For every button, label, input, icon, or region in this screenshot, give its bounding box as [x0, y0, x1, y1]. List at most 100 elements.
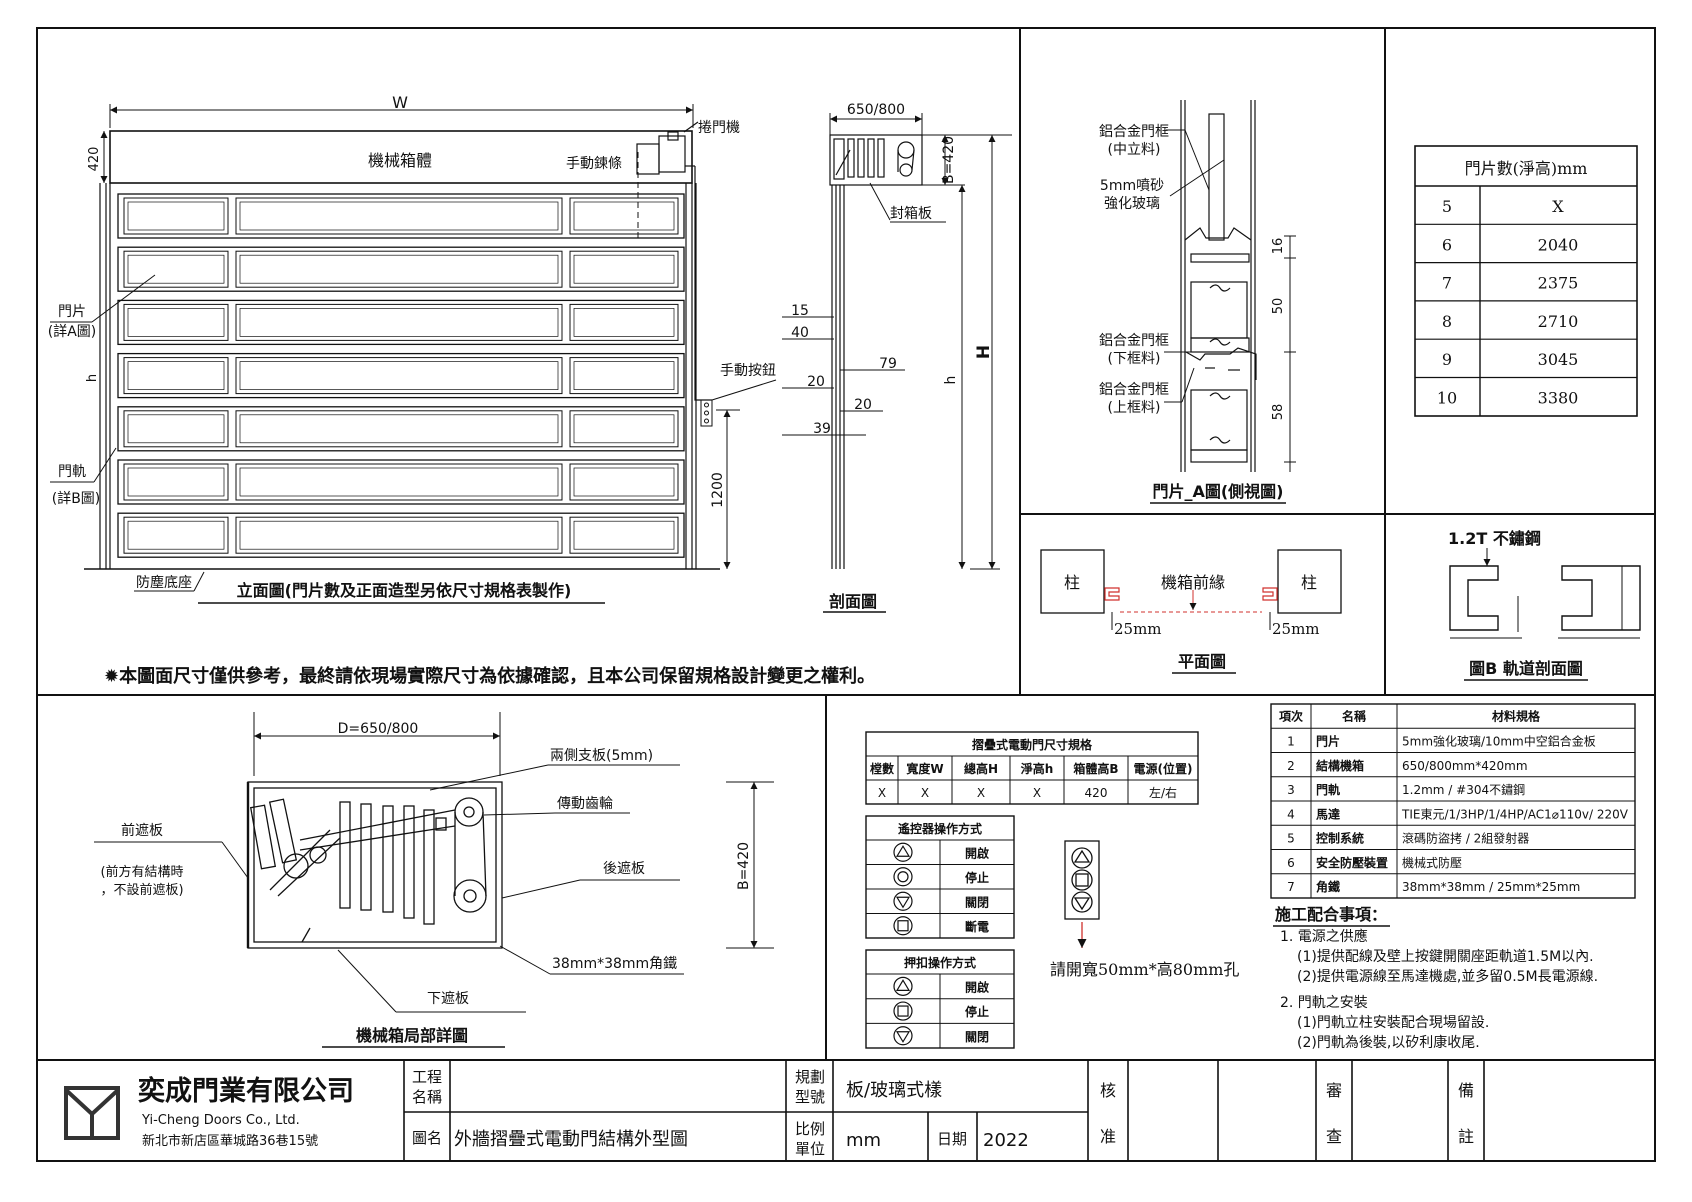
manual-chain-label: 手動鍊條	[566, 156, 622, 172]
material-spec-cell: 650/800mm*420mm	[1402, 759, 1528, 773]
front-cover-note-2: ，不設前遮板)	[100, 882, 183, 898]
lower-frame-label-1: 鋁合金門框	[1099, 333, 1169, 349]
panel-count-cell: 9	[1442, 350, 1452, 369]
company-address: 新北市新店區華城路36巷15號	[142, 1133, 318, 1149]
spec-table-title: 摺疊式電動門尺寸規格	[972, 737, 1093, 752]
elevation-title: 立面圖(門片數及正面造型另依尺寸規格表製作)	[237, 581, 572, 600]
elevation-view: W 機械箱體 420 捲門機 手動鍊條 門片	[48, 93, 777, 604]
plan-title: 平面圖	[1178, 652, 1226, 671]
remark-label-1: 備	[1458, 1081, 1474, 1100]
section-dim-label: 79	[879, 356, 897, 372]
plan-view: 柱 柱 機箱前緣 25mm 25mm 平面圖	[1040, 549, 1342, 674]
construction-note-line: 1. 電源之供應	[1280, 928, 1368, 945]
title-block: 奕成門業有限公司 Yi-Cheng Doors Co., Ltd. 新北市新店區…	[64, 1060, 1485, 1161]
date-label: 日期	[937, 1130, 967, 1148]
scale-value: mm	[846, 1130, 881, 1151]
switch-panel	[1064, 840, 1100, 920]
front-edge-label: 機箱前緣	[1161, 573, 1225, 592]
project-label-2: 名稱	[412, 1088, 442, 1106]
cover-plate-label: 封箱板	[890, 206, 932, 222]
dim-420-label: 420	[87, 147, 102, 172]
down-triangle-icon	[893, 891, 913, 911]
spec-value-cell: 左/右	[1149, 785, 1177, 800]
track-label-1: 門軌	[58, 464, 86, 480]
door-panel	[117, 512, 685, 558]
lower-frame-label-2: (下框料)	[1108, 351, 1161, 367]
mullion-label-1: 鋁合金門框	[1099, 124, 1169, 140]
door-panel	[117, 246, 685, 292]
down-triangle-icon	[893, 1026, 913, 1046]
spec-header-cell: 樘數	[870, 761, 894, 776]
panel-count-cell: 7	[1442, 274, 1452, 293]
construction-note-line: (1)門軌立柱安裝配合現場留設.	[1297, 1015, 1489, 1031]
section-dim-label: 15	[791, 303, 809, 319]
panel-label-1: 門片	[58, 304, 86, 320]
dim-1200-label: 1200	[710, 472, 726, 508]
material-name-cell: 角鐵	[1316, 879, 1340, 894]
model-label-1: 規劃	[795, 1068, 825, 1086]
mechanism-box-detail: D=650/800 兩側支板(5m	[94, 712, 774, 1048]
company-name-cn: 奕成門業有限公司	[138, 1075, 354, 1107]
material-spec-cell: 滾碼防盜拷 / 2組發射器	[1402, 831, 1529, 846]
material-no-cell: 2	[1287, 759, 1295, 773]
date-value: 2022	[983, 1130, 1029, 1151]
dust-seal-label: 防塵底座	[136, 574, 192, 591]
panel-height-cell: 2040	[1538, 235, 1579, 254]
spec-header-cell: 寬度W	[905, 761, 943, 776]
up-triangle-icon	[893, 842, 913, 862]
company-name-en: Yi-Cheng Doors Co., Ltd.	[141, 1113, 300, 1128]
spec-value-cell: X	[921, 786, 929, 800]
bottom-cover-label: 下遮板	[427, 991, 469, 1007]
model-value: 板/玻璃式樣	[846, 1080, 942, 1101]
rear-cover-label: 後遮板	[603, 861, 645, 877]
box-detail-title: 機械箱局部詳圖	[356, 1026, 468, 1045]
upper-frame-label-2: (上框料)	[1108, 400, 1161, 416]
track-material-label: 1.2T 不鏽鋼	[1448, 529, 1541, 548]
panel-count-cell: 10	[1437, 389, 1457, 408]
check-label-2: 准	[1100, 1127, 1116, 1146]
spec-header-cell: 電源(位置)	[1134, 761, 1193, 776]
section-dim-h: h	[943, 376, 959, 385]
material-spec-cell: 1.2mm / #304不鏽鋼	[1402, 782, 1525, 797]
door-frame	[84, 183, 720, 570]
panel-count-cell: 6	[1442, 235, 1452, 254]
drawing-label: 圖名	[412, 1129, 442, 1147]
material-no-cell: 3	[1287, 783, 1295, 797]
scale-label-2: 單位	[795, 1140, 825, 1158]
door-panel	[117, 299, 685, 346]
section-dim-label: 39	[813, 421, 831, 437]
angle-iron-label: 38mm*38mm角鐵	[552, 955, 677, 972]
material-name-cell: 安全防壓裝置	[1316, 855, 1388, 870]
glass-label-2: 強化玻璃	[1104, 195, 1160, 212]
remote-table-title: 遙控器操作方式	[898, 821, 982, 836]
panel-height-cell: 2710	[1538, 312, 1579, 331]
scale-label-1: 比例	[795, 1120, 825, 1138]
construction-note-line: (2)提供電源線至馬達機處,並多留0.5M長電源線.	[1297, 968, 1598, 985]
construction-note-line: (2)門軌為後裝,以矽利康收尾.	[1297, 1034, 1480, 1051]
review-label-2: 查	[1326, 1127, 1342, 1146]
drawing-name: 外牆摺疊式電動門結構外型圖	[454, 1129, 688, 1150]
manual-button-box	[700, 399, 713, 427]
material-no-cell: 6	[1287, 856, 1295, 870]
track-label-2: (詳B圖)	[52, 491, 101, 507]
door-panel-detail-a: 鋁合金門框 (中立料) 5mm噴砂 強化玻璃 鋁合金門框 (下框料) 鋁合金門框…	[1099, 100, 1296, 504]
panel-label-2: (詳A圖)	[48, 324, 97, 340]
side-plate-label: 兩側支板(5mm)	[550, 748, 653, 764]
mechanism-box	[109, 130, 693, 184]
construction-note-line: 2. 門軌之安裝	[1280, 995, 1368, 1011]
pillar-left	[1040, 549, 1105, 614]
circle-stop-icon	[893, 867, 913, 887]
section-title: 剖面圖	[829, 592, 877, 611]
review-label-1: 審	[1326, 1081, 1342, 1100]
square-icon	[893, 1001, 913, 1021]
upper-frame-label-1: 鋁合金門框	[1099, 382, 1169, 398]
pillar-right-label: 柱	[1301, 573, 1317, 592]
box-dim-d: D=650/800	[338, 721, 419, 737]
front-cover-note-1: (前方有結構時	[100, 864, 183, 880]
door-panels	[117, 193, 685, 558]
box-dim-b: B=420	[736, 842, 752, 890]
